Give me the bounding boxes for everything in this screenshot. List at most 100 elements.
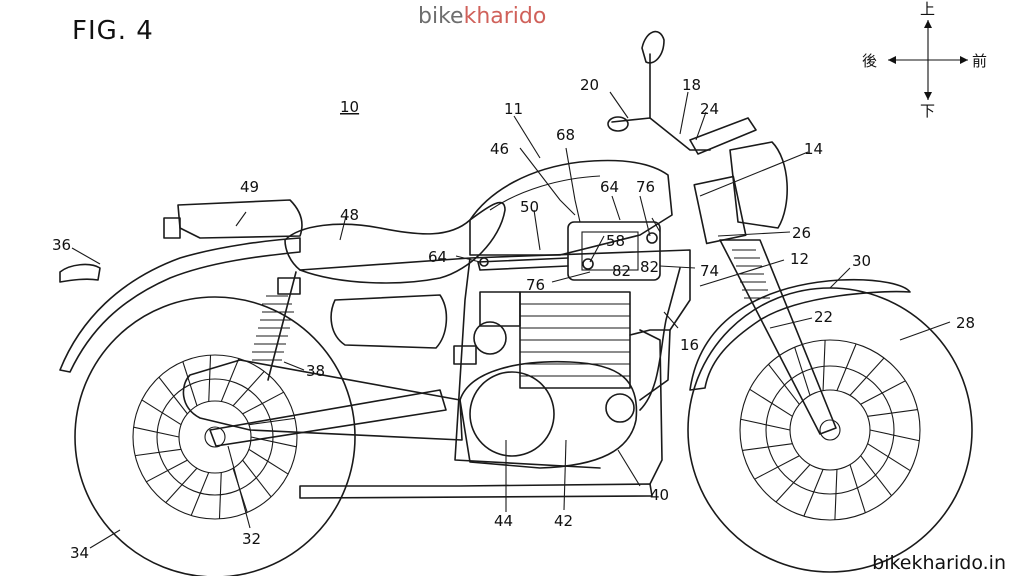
spoke	[794, 347, 811, 396]
spoke	[740, 418, 791, 431]
figure-title: FIG. 4	[72, 16, 154, 46]
side-cover	[330, 294, 448, 349]
spoke	[834, 469, 838, 520]
leader-lines	[71, 91, 951, 549]
spoke	[749, 388, 793, 417]
label-28: 28	[956, 314, 975, 332]
label-76-top: 76	[636, 178, 655, 196]
dir-down: 下	[920, 102, 935, 120]
spoke	[133, 426, 180, 438]
direction-indicator: 上 下 前 後	[862, 0, 987, 120]
spoke	[220, 358, 240, 402]
label-22: 22	[814, 308, 833, 326]
spoke	[248, 448, 289, 475]
rear-shock	[252, 271, 301, 381]
label-38: 38	[306, 362, 325, 380]
label-12: 12	[790, 250, 809, 268]
dir-front: 前	[972, 52, 987, 70]
headlight	[729, 141, 788, 229]
brand-watermark: bikekharido	[418, 4, 546, 29]
rear-light-block	[163, 217, 181, 239]
brand-left: bike	[418, 4, 464, 29]
front-spokes	[740, 340, 920, 520]
label-50: 50	[520, 198, 539, 216]
label-24: 24	[700, 100, 719, 118]
label-10: 10	[340, 98, 359, 116]
spoke	[803, 469, 824, 517]
label-82-left: 82	[612, 262, 631, 280]
spoke	[242, 391, 284, 415]
label-44: 44	[494, 512, 513, 530]
spoke	[768, 363, 800, 405]
spoke	[250, 436, 297, 448]
label-64-top: 64	[600, 178, 619, 196]
label-49: 49	[240, 178, 259, 196]
label-16: 16	[680, 336, 699, 354]
rear-fender	[59, 237, 301, 373]
spoke	[742, 443, 793, 451]
rear-seat-cowl	[177, 199, 303, 239]
swingarm	[209, 389, 447, 447]
spoke	[158, 376, 188, 415]
exhaust-muffler	[182, 359, 463, 441]
spoke	[869, 429, 920, 442]
label-18: 18	[682, 76, 701, 94]
rear-wheel	[74, 296, 356, 576]
label-58: 58	[606, 232, 625, 250]
seat	[284, 201, 506, 284]
spoke	[860, 455, 892, 497]
spoke	[775, 464, 811, 503]
rear-spokes	[133, 355, 297, 519]
label-76-bottom: 76	[526, 276, 545, 294]
label-32: 32	[242, 530, 261, 548]
spoke	[146, 459, 188, 483]
tail-light	[59, 263, 101, 283]
spoke	[135, 448, 182, 457]
label-48: 48	[340, 206, 359, 224]
spoke	[754, 455, 800, 480]
label-14: 14	[804, 140, 823, 158]
label-26: 26	[792, 224, 811, 242]
label-36: 36	[52, 236, 71, 254]
label-74: 74	[700, 262, 719, 280]
dir-rear: 後	[862, 52, 877, 70]
down-tube	[629, 267, 681, 411]
site-watermark: bikekharido.in	[872, 552, 1006, 574]
spoke	[208, 355, 212, 402]
spoke	[141, 399, 182, 426]
label-64-left: 64	[428, 248, 447, 266]
handlebar	[607, 30, 757, 155]
spoke	[232, 371, 265, 407]
spoke	[849, 357, 885, 396]
dir-up: 上	[920, 0, 935, 18]
label-11: 11	[504, 100, 523, 118]
spoke	[242, 459, 272, 498]
spoke	[182, 361, 198, 406]
spoke	[165, 467, 198, 503]
label-40: 40	[650, 486, 669, 504]
brand-right: kharido	[463, 4, 547, 29]
label-68: 68	[556, 126, 575, 144]
tank-line	[489, 175, 601, 211]
spoke	[822, 340, 826, 391]
spoke	[849, 464, 866, 513]
label-82-right: 82	[640, 258, 659, 276]
label-20: 20	[580, 76, 599, 94]
header-pipe	[639, 329, 663, 485]
spoke	[860, 380, 906, 405]
spoke	[836, 343, 857, 391]
label-34: 34	[70, 544, 89, 562]
front-fender	[689, 278, 911, 391]
spoke	[867, 443, 911, 472]
spoke	[190, 472, 210, 516]
spoke	[248, 417, 295, 426]
spoke	[218, 472, 222, 519]
engine	[453, 291, 638, 469]
label-30: 30	[852, 252, 871, 270]
fuel-tank	[469, 159, 673, 256]
front-fork	[693, 175, 837, 435]
label-42: 42	[554, 512, 573, 530]
spoke	[867, 409, 918, 417]
